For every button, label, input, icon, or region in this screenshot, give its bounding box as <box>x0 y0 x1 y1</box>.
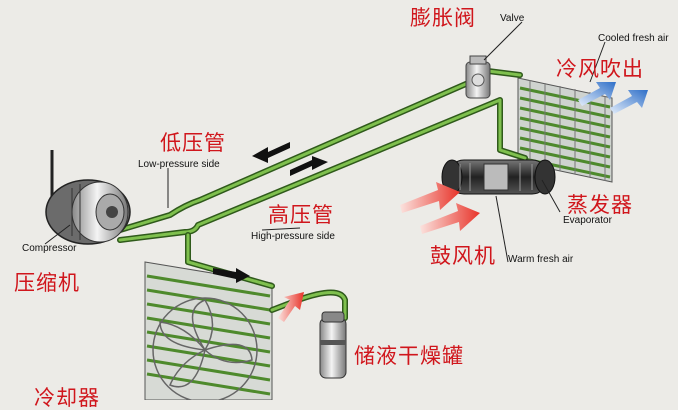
high-pressure-flow-arrow <box>290 156 328 176</box>
leader-lines <box>44 21 606 263</box>
expansion-valve <box>465 55 491 99</box>
receiver-drier-cn-label: 储液干燥罐 <box>354 344 464 368</box>
air-arrows <box>278 82 648 322</box>
condenser-flow-arrow <box>213 268 250 283</box>
valve-cn-label: 膨胀阀 <box>410 6 476 30</box>
evaporator-cn-label: 蒸发器 <box>567 193 633 217</box>
compressor-cn-label: 压缩机 <box>14 271 80 295</box>
cold-air-out-label: 冷风吹出 <box>556 57 644 81</box>
high-pressure-cn-label: 高压管 <box>268 203 334 227</box>
low-pressure-en-label: Low-pressure side <box>138 159 220 170</box>
blower-cn-label: 鼓风机 <box>430 244 496 268</box>
valve-en-label: Valve <box>500 13 525 24</box>
warm-fresh-air-label: Warm fresh air <box>508 254 574 265</box>
condenser <box>144 261 273 400</box>
compressor <box>45 150 131 245</box>
evaporator-en-label: Evaporator <box>563 215 612 226</box>
blower <box>441 159 556 195</box>
condenser-fan <box>152 297 258 400</box>
low-pressure-flow-arrow <box>252 142 290 163</box>
high-pressure-en-label: High-pressure side <box>251 231 335 242</box>
low-pressure-cn-label: 低压管 <box>160 131 226 155</box>
receiver-drier <box>319 311 347 379</box>
cool-air-arrow <box>578 82 616 106</box>
cooled-fresh-air-label: Cooled fresh air <box>598 33 669 44</box>
warm-air-arrow <box>400 182 460 213</box>
cool-air-arrow <box>610 90 648 114</box>
flow-arrows <box>213 142 328 283</box>
warm-air-arrow <box>278 292 304 322</box>
condenser-cn-label: 冷却器 <box>34 386 100 410</box>
compressor-en-label: Compressor <box>22 243 77 254</box>
evaporator <box>517 77 613 183</box>
warm-air-arrow <box>420 203 480 234</box>
ac-system-diagram <box>44 21 648 400</box>
